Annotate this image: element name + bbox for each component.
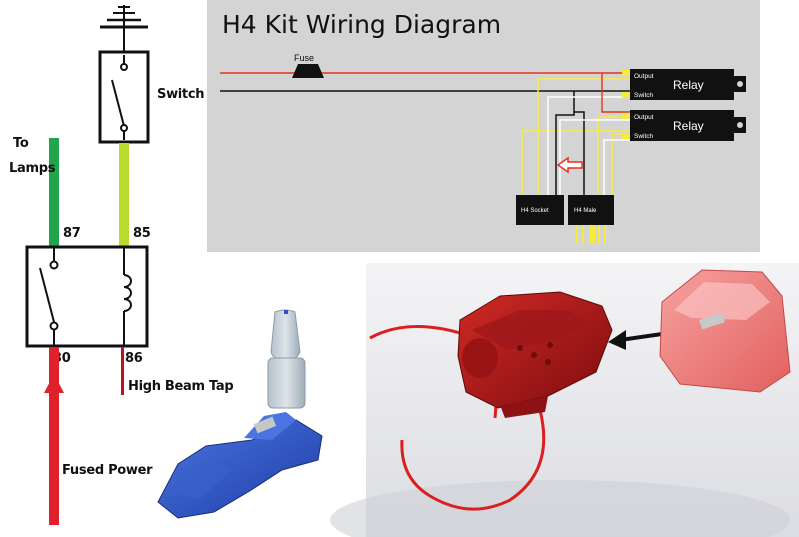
pin-87-label: 87 [63,226,81,241]
relay-2-terminal-bottom: Switch [634,133,654,140]
h4-socket-label: H4 Socket [521,208,549,214]
fused-power-wire [49,347,59,525]
wiring-diagram-panel: H4 Kit Wiring Diagram Fuse [207,0,760,252]
wiring-diagram-title: H4 Kit Wiring Diagram [222,10,501,39]
blue-wire-tap [157,412,323,519]
high-beam-tap-label: High Beam Tap [128,379,233,394]
female-spade-connector [267,309,306,409]
relay-1-terminal-top: Output [634,73,654,80]
switch-label: Switch [157,87,204,102]
pink-spade-cap [659,269,791,393]
tap-photo [330,263,799,537]
fuse-label: Fuse [294,53,314,63]
to-lamps-label-line2: Lamps [9,161,56,176]
fused-power-label: Fused Power [62,463,153,478]
pin-86-label: 86 [125,351,143,366]
switch-symbol [98,50,150,144]
pin-85-label: 85 [133,226,151,241]
direction-arrow [556,156,583,174]
relay-1-terminal-bottom: Switch [634,92,654,99]
relay-2-label: Relay [673,119,704,133]
lamps-wire [49,138,59,247]
relay-1-label: Relay [673,78,704,92]
high-beam-tap-wire [121,347,124,395]
relay-1: Output Switch Relay [622,69,746,100]
red-wire-tap [457,291,613,418]
h4-male-label: H4 Male [574,208,597,214]
switch-wire [119,143,129,247]
relay-2-terminal-top: Output [634,114,654,121]
ground-symbol [100,5,148,52]
relay-symbol [25,245,149,348]
connector-photo [157,309,323,519]
relay-schematic: Switch To Lamps 87 85 30 86 High Be [9,5,234,525]
to-lamps-label-line1: To [13,136,29,151]
relay-2: Output Switch Relay [622,110,746,141]
fuse-symbol [292,64,324,78]
h4-male-connector: H4 Male [568,195,614,244]
h4-socket-connector: H4 Socket [516,195,564,225]
